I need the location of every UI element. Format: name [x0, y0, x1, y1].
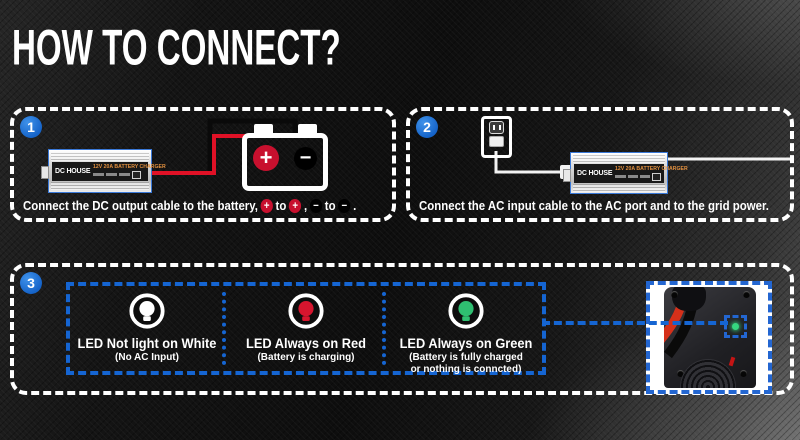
charger-illustration-2: DC HOUSE 12V 20A BATTERY CHARGER	[563, 152, 689, 194]
battery-terminal-negative	[298, 124, 317, 134]
step-1-badge: 1	[20, 116, 42, 138]
charger-fins-bottom	[573, 183, 665, 192]
step-2-badge: 2	[416, 116, 438, 138]
charger-dc-connector	[41, 166, 49, 179]
wall-outlet-illustration	[481, 116, 512, 158]
step-3-panel: 3 LED Not light on White (No AC Input)	[10, 263, 794, 395]
outlet-slot	[498, 125, 501, 130]
charger-spec-lines	[93, 170, 145, 179]
charger-model-text: 12V 20A BATTERY CHARGER	[615, 165, 689, 172]
led-status-subtitle: (Battery is fully charged	[409, 351, 523, 363]
charger-label-right: 12V 20A BATTERY CHARGER	[93, 163, 167, 179]
charger-led-photo	[646, 281, 772, 394]
minus-icon: −	[294, 147, 317, 170]
plus-icon: +	[260, 198, 273, 213]
charger-end-panel	[664, 287, 756, 388]
caption-period: .	[353, 198, 357, 213]
ac-input-cable-line	[494, 151, 562, 174]
screw-icon	[743, 291, 750, 298]
led-legend-green: LED Always on Green (Battery is fully ch…	[388, 292, 544, 375]
led-bulb-white-icon	[129, 293, 165, 329]
legend-divider	[382, 292, 386, 365]
charger-label: DC HOUSE 12V 20A BATTERY CHARGER	[574, 163, 689, 183]
led-highlight-box	[724, 315, 747, 338]
charger-spec-lines	[615, 172, 661, 181]
minus-icon: −	[309, 198, 323, 213]
led-legend-box: LED Not light on White (No AC Input) LED…	[66, 282, 546, 375]
led-status-title: LED Always on Red	[246, 336, 366, 351]
dc-cables-illustration	[146, 118, 298, 175]
screw-icon	[677, 370, 684, 377]
led-callout-line	[542, 321, 728, 325]
charger-fins-top	[573, 154, 665, 163]
caption-text: Connect the DC output cable to the batte…	[23, 198, 258, 213]
step-2-panel: 2 DC HOUSE 12V 20A BATTERY CHARGER	[406, 107, 794, 222]
charger-illustration-1: DC HOUSE 12V 20A BATTERY CHARGER	[41, 149, 167, 193]
step-1-panel: 1 DC HOUSE 12V 20A BATTERY CHARGER + −	[10, 107, 396, 222]
charger-label-right: 12V 20A BATTERY CHARGER	[615, 165, 689, 181]
charger-model-text: 12V 20A BATTERY CHARGER	[93, 163, 167, 170]
step-2-caption: Connect the AC input cable to the AC por…	[419, 198, 769, 213]
cable-gland	[672, 287, 706, 311]
battery-illustration: + −	[242, 124, 328, 191]
led-status-subtitle: (No AC Input)	[115, 351, 179, 363]
caption-comma: ,	[303, 198, 308, 213]
led-status-title: LED Not light on White	[77, 336, 217, 351]
led-status-subtitle: or nothing is conncted)	[410, 363, 522, 375]
black-cable-line	[207, 118, 298, 173]
page-title: HOW TO CONNECT?	[12, 19, 341, 76]
led-legend-white: LED Not light on White (No AC Input)	[70, 292, 224, 365]
red-cable-line	[146, 134, 246, 175]
step-3-badge: 3	[20, 272, 42, 294]
led-status-title: LED Always on Green	[399, 336, 533, 351]
screw-icon	[671, 291, 678, 298]
battery-terminal-positive	[254, 124, 273, 134]
outlet-slot	[492, 125, 495, 130]
brand-logo: DC HOUSE	[55, 167, 91, 175]
screw-icon	[740, 370, 747, 377]
legend-divider	[222, 292, 226, 365]
plus-icon: +	[289, 198, 302, 213]
led-bulb-red-icon	[288, 293, 324, 329]
charger-fins-bottom	[51, 181, 149, 190]
caption-text: Connect the AC input cable to the AC por…	[419, 198, 769, 213]
step-1-caption: Connect the DC output cable to the batte…	[23, 198, 356, 213]
plus-icon: +	[253, 145, 279, 171]
green-led-icon	[732, 323, 739, 330]
minus-icon: −	[338, 198, 351, 213]
led-status-subtitle: (Battery is charging)	[257, 351, 355, 363]
caption-to: to	[275, 198, 287, 213]
led-legend-red: LED Always on Red (Battery is charging)	[228, 292, 384, 365]
brand-logo: DC HOUSE	[577, 169, 613, 177]
charger-fins-top	[51, 152, 149, 161]
caption-to: to	[324, 198, 336, 213]
led-bulb-green-icon	[448, 293, 484, 329]
outlet-plug	[489, 136, 504, 147]
outlet-socket	[489, 121, 504, 134]
charger-ac-connector	[563, 169, 571, 182]
charger-label: DC HOUSE 12V 20A BATTERY CHARGER	[52, 161, 167, 181]
